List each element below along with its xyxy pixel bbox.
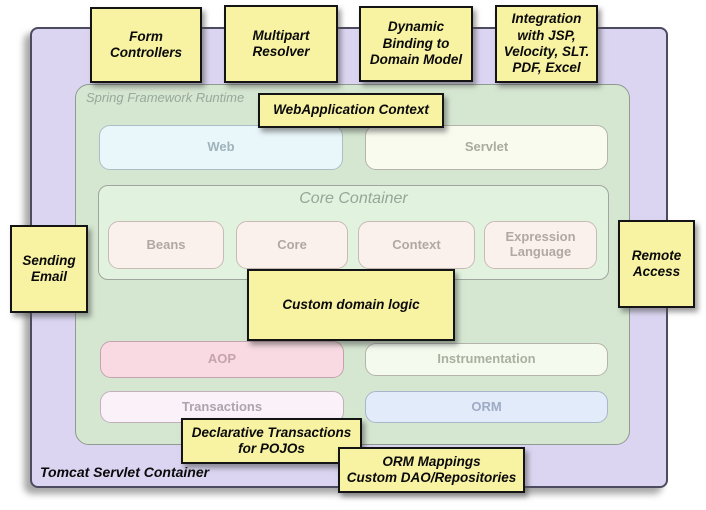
module-web: Web [99, 125, 343, 170]
module-orm: ORM [365, 391, 608, 423]
note-sending-email: Sending Email [10, 225, 88, 313]
module-core: Core [236, 221, 348, 269]
module-context: Context [358, 221, 475, 269]
tomcat-container-label: Tomcat Servlet Container [40, 464, 210, 480]
note-webapplication-context: WebApplication Context [258, 93, 444, 128]
module-instrumentation: Instrumentation [365, 343, 608, 376]
module-servlet: Servlet [365, 125, 608, 170]
note-custom-domain-logic: Custom domain logic [247, 269, 455, 341]
note-orm-mappings: ORM Mappings Custom DAO/Repositories [338, 447, 525, 493]
core-container-title: Core Container [299, 190, 408, 207]
note-declarative-transactions: Declarative Transactions for POJOs [181, 418, 362, 464]
module-beans: Beans [108, 221, 224, 269]
note-integration-views: Integration with JSP, Velocity, SLT. PDF… [495, 5, 598, 83]
module-aop: AOP [100, 341, 344, 378]
spring-framework-runtime-box: Spring Framework Runtime Web Servlet Cor… [75, 84, 630, 445]
note-dynamic-binding: Dynamic Binding to Domain Model [359, 6, 473, 82]
note-remote-access: Remote Access [618, 220, 695, 308]
module-expression-language: Expression Language [484, 221, 597, 269]
note-multipart-resolver: Multipart Resolver [224, 5, 338, 83]
spring-runtime-label: Spring Framework Runtime [86, 90, 245, 105]
core-container-box: Core Container Beans Core Context Expres… [98, 185, 609, 280]
module-transactions: Transactions [100, 391, 344, 423]
note-form-controllers: Form Controllers [90, 7, 202, 83]
